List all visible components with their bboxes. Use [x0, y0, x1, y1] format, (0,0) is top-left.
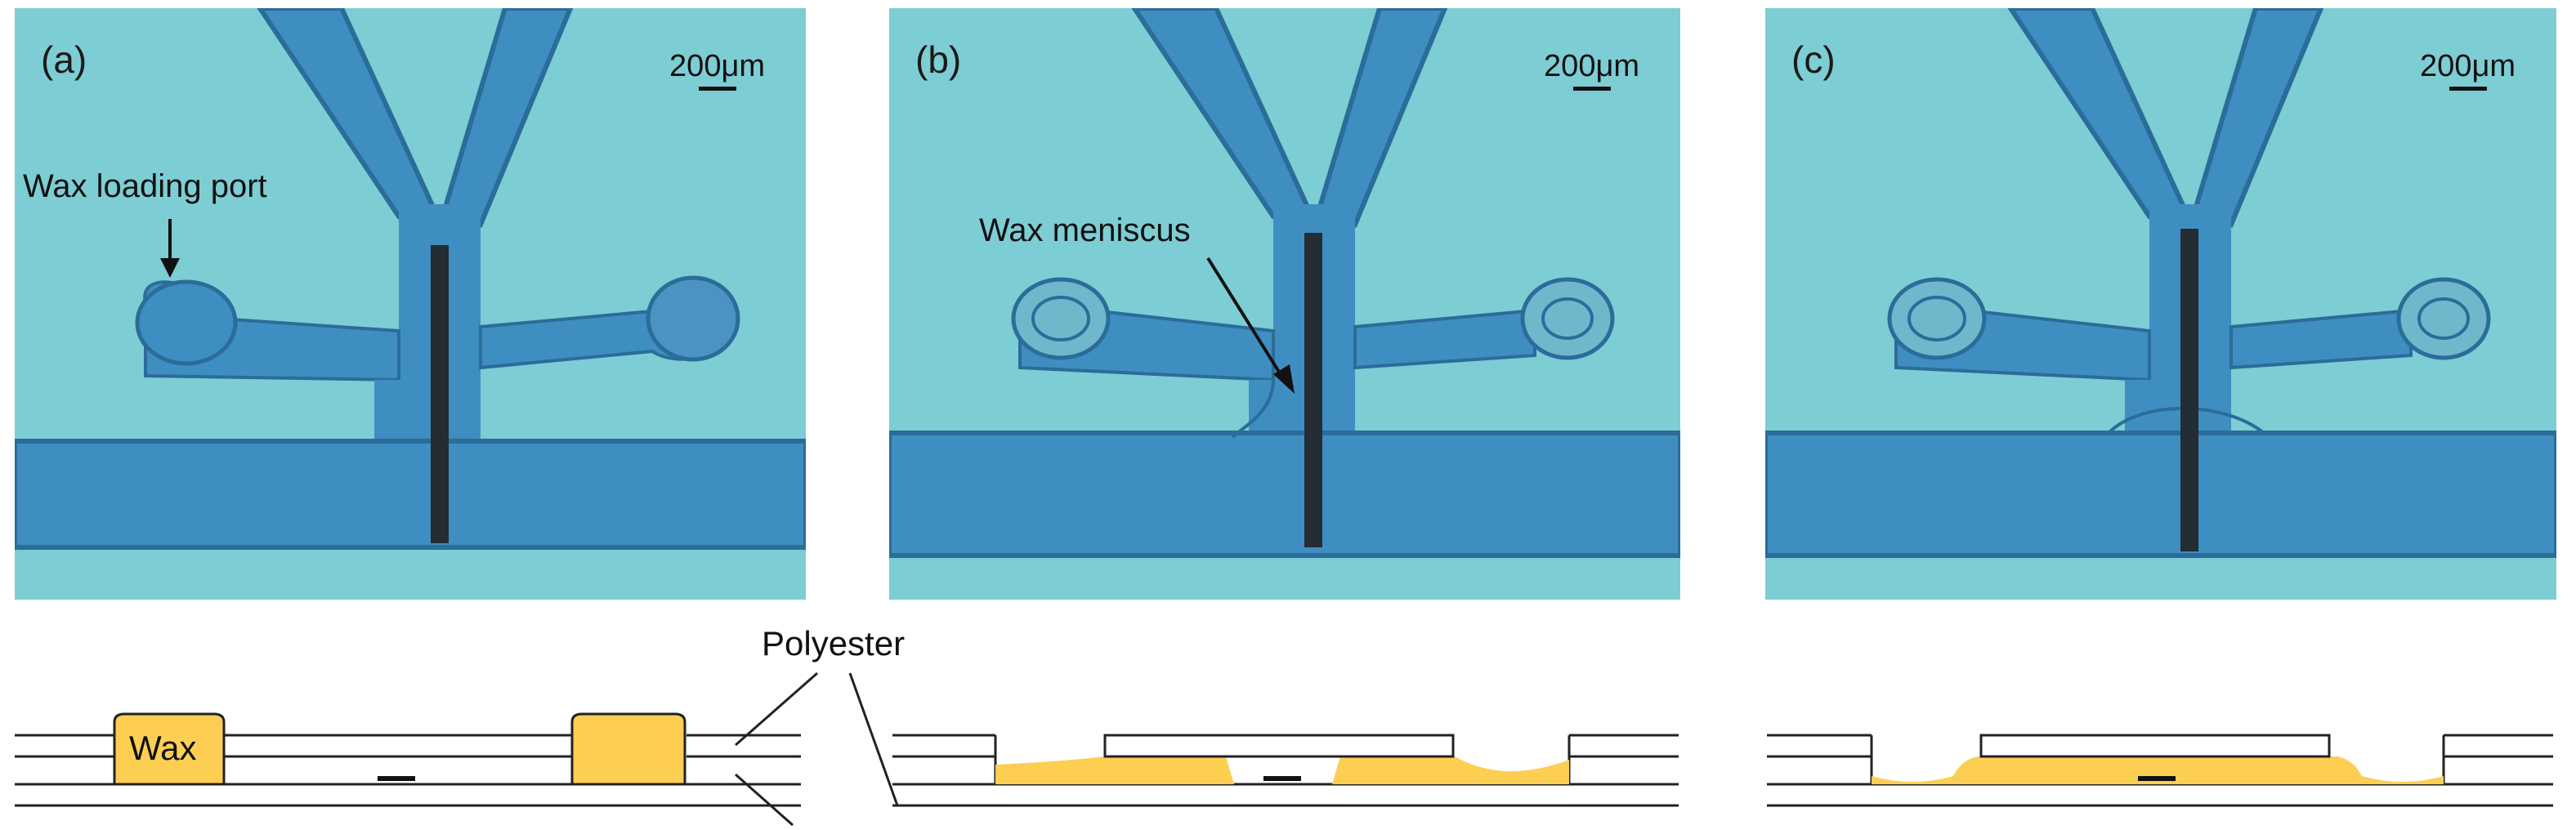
wax-meniscus-arrow	[1206, 257, 1295, 394]
scale-bar-label: 200μm	[2420, 49, 2516, 83]
scale-bar: 200μm	[2420, 51, 2516, 91]
scale-bar: 200μm	[669, 51, 765, 91]
micrograph-panel-b: (b) 200μm Wax meniscus	[889, 8, 1680, 600]
cross-section-diagrams	[15, 672, 2553, 827]
wax-loading-port-label: Wax loading port	[23, 168, 267, 204]
polyester-label: Polyester	[762, 624, 906, 663]
panel-label: (a)	[41, 38, 87, 81]
micrograph-image-c	[1765, 8, 2556, 600]
panel-label: (b)	[915, 38, 962, 81]
wax-meniscus-label: Wax meniscus	[979, 212, 1191, 248]
micrograph-panel-c: (c) 200μm	[1765, 8, 2556, 600]
cross-section-b	[892, 734, 1679, 807]
scale-bar-line	[2449, 87, 2487, 91]
polyester-leader-lines	[735, 672, 899, 827]
scale-bar-label: 200μm	[1544, 49, 1639, 83]
cross-section-c	[1767, 734, 2553, 807]
cross-section-a	[15, 712, 801, 807]
wax-label: Wax	[129, 729, 197, 767]
micrograph-panel-a: (a) 200μm Wax loading port	[15, 8, 806, 600]
scale-bar-line	[698, 87, 736, 91]
micrograph-image-a	[15, 8, 806, 600]
micrograph-image-b	[889, 8, 1680, 600]
scale-bar-label: 200μm	[669, 49, 765, 83]
wax-loading-port-arrow	[160, 219, 180, 278]
scale-bar: 200μm	[1544, 51, 1639, 91]
panel-label: (c)	[1791, 38, 1836, 81]
scale-bar-line	[1572, 87, 1611, 91]
